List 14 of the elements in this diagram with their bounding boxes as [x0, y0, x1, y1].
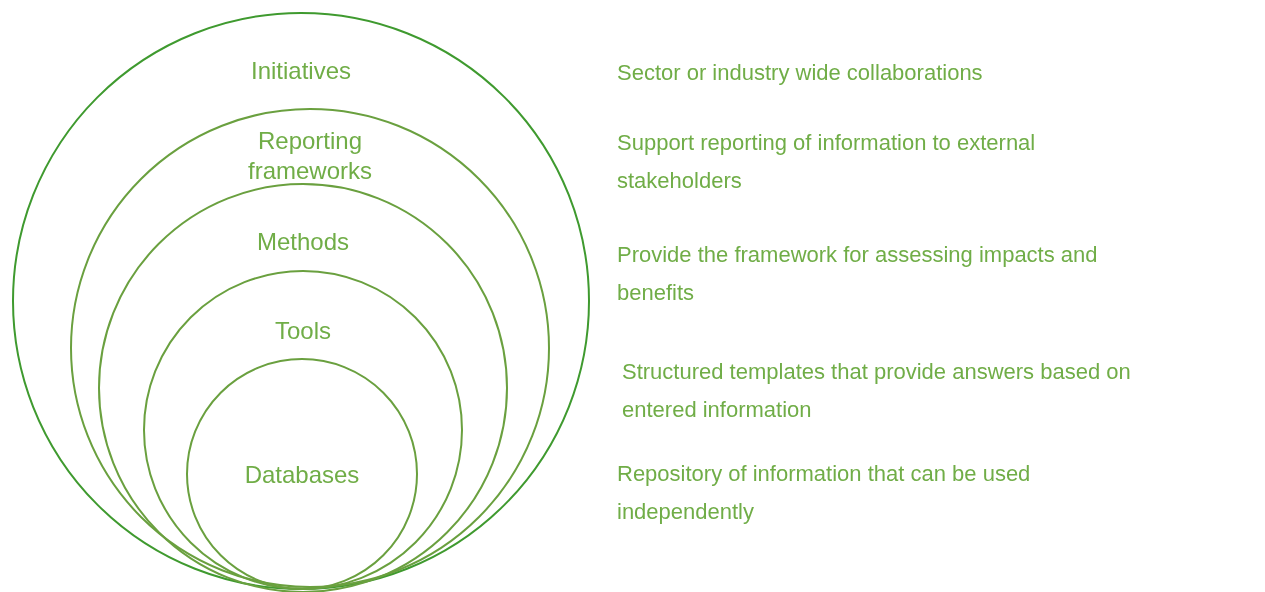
description-text: Structured templates that provide answers based on entered information [622, 358, 1132, 424]
circle-region [143, 270, 463, 590]
circle-label: Reporting frameworks [247, 126, 373, 186]
circle-region [98, 183, 508, 592]
circle-region [12, 12, 590, 590]
circle-label: Databases [244, 460, 360, 490]
description-text: Provide the framework for assessing impacts and benefits [617, 241, 1099, 307]
description-text: Support reporting of information to external stakeholders [617, 129, 1037, 195]
description-text: Repository of information that can be used independently [617, 460, 1032, 526]
circle-label: Methods [256, 227, 350, 257]
circle-label: Initiatives [250, 56, 351, 86]
circle-label: Tools [275, 316, 331, 346]
description-text: Sector or industry wide collaborations [617, 59, 984, 87]
circle-region [186, 358, 418, 590]
